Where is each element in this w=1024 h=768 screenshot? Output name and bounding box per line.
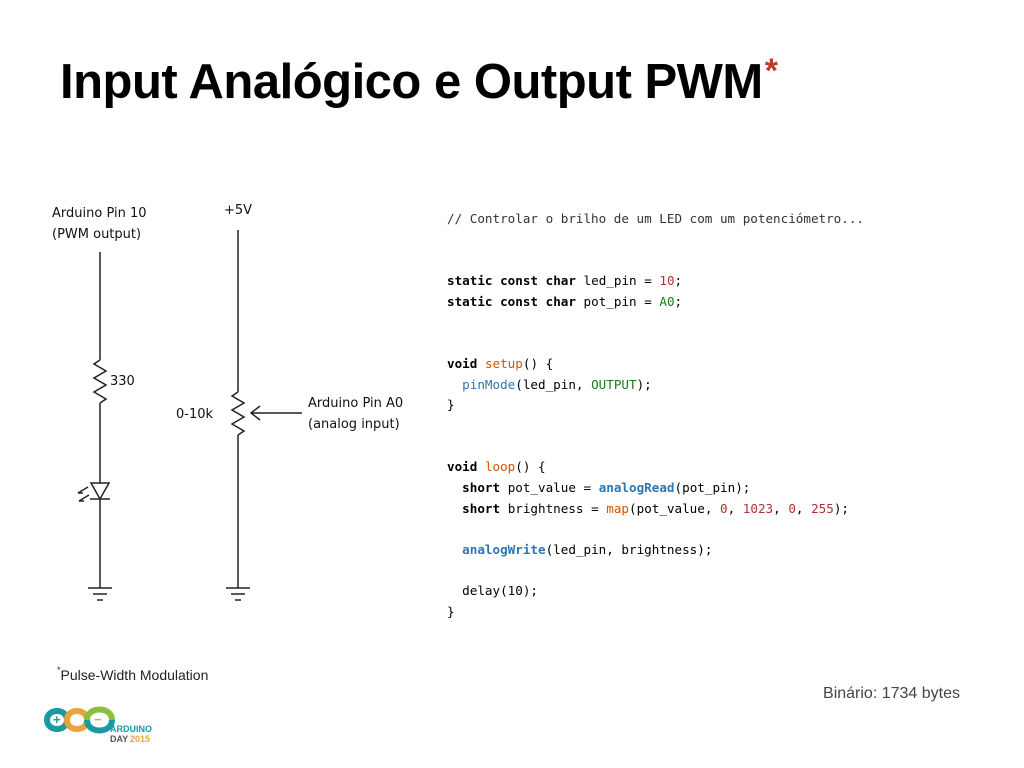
slide-title: Input Analógico e Output PWM*: [60, 54, 778, 109]
code-listing: // Controlar o brilho de um LED com um p…: [447, 209, 864, 623]
pin10-sublabel: (PWM output): [52, 227, 141, 242]
code-line-analogwrite: analogWrite(led_pin, brightness);: [462, 542, 713, 557]
pinA0-label: Arduino Pin A0: [308, 396, 403, 411]
code-comment: // Controlar o brilho de um LED com um p…: [447, 211, 865, 226]
logo-arduino-text: ARDUINO: [110, 724, 152, 734]
resistor-330-symbol: [92, 359, 108, 404]
wiper-arrow: [249, 405, 261, 421]
binary-size-label: Binário: 1734 bytes: [823, 685, 960, 702]
pin10-label: Arduino Pin 10: [52, 206, 147, 221]
code-line-pinmode: pinMode(led_pin, OUTPUT);: [462, 376, 652, 392]
footnote-text: Pulse-Width Modulation: [60, 667, 209, 683]
supply-label: +5V: [224, 203, 252, 218]
code-line-delay: delay(10);: [462, 583, 538, 599]
code-line-pot-pin: static const char pot_pin = A0;: [447, 293, 683, 309]
infinity-icon: [43, 706, 115, 734]
left-branch-wire: [77, 252, 111, 588]
logo-year-text: 2015: [130, 734, 150, 744]
code-line-setup: void setup() {: [447, 355, 554, 371]
code-line-loop-close: }: [447, 604, 455, 620]
code-line-setup-close: }: [447, 397, 455, 413]
circuit-schematic: Arduino Pin 10 (PWM output) 330 +5V 0-10…: [52, 203, 403, 601]
potentiometer-symbol: [230, 391, 246, 436]
pot-label: 0-10k: [176, 407, 214, 422]
slide-title-text: Input Analógico e Output PWM: [60, 55, 763, 109]
left-ground-symbol: [88, 587, 112, 601]
code-line-led-pin: static const char led_pin = 10;: [447, 273, 683, 289]
pinA0-sublabel: (analog input): [308, 417, 400, 432]
right-ground-symbol: [226, 587, 250, 601]
logo-day-text: DAY: [110, 734, 128, 744]
led-symbol: [89, 482, 111, 501]
footnote: *Pulse-Width Modulation: [57, 665, 209, 683]
code-line-loop: void loop() {: [447, 459, 546, 475]
minus-icon: −: [94, 712, 102, 727]
code-line-map: short brightness = map(pot_value, 0, 102…: [462, 500, 849, 516]
arduino-day-logo: + − ARDUINO DAY 2015: [43, 706, 152, 744]
resistor-label: 330: [110, 374, 135, 389]
code-line-analogread: short pot_value = analogRead(pot_pin);: [462, 479, 751, 495]
footnote-mark: *: [57, 665, 61, 675]
title-asterisk: *: [764, 52, 778, 90]
right-branch-wire: [230, 230, 302, 588]
plus-icon: +: [53, 712, 61, 727]
